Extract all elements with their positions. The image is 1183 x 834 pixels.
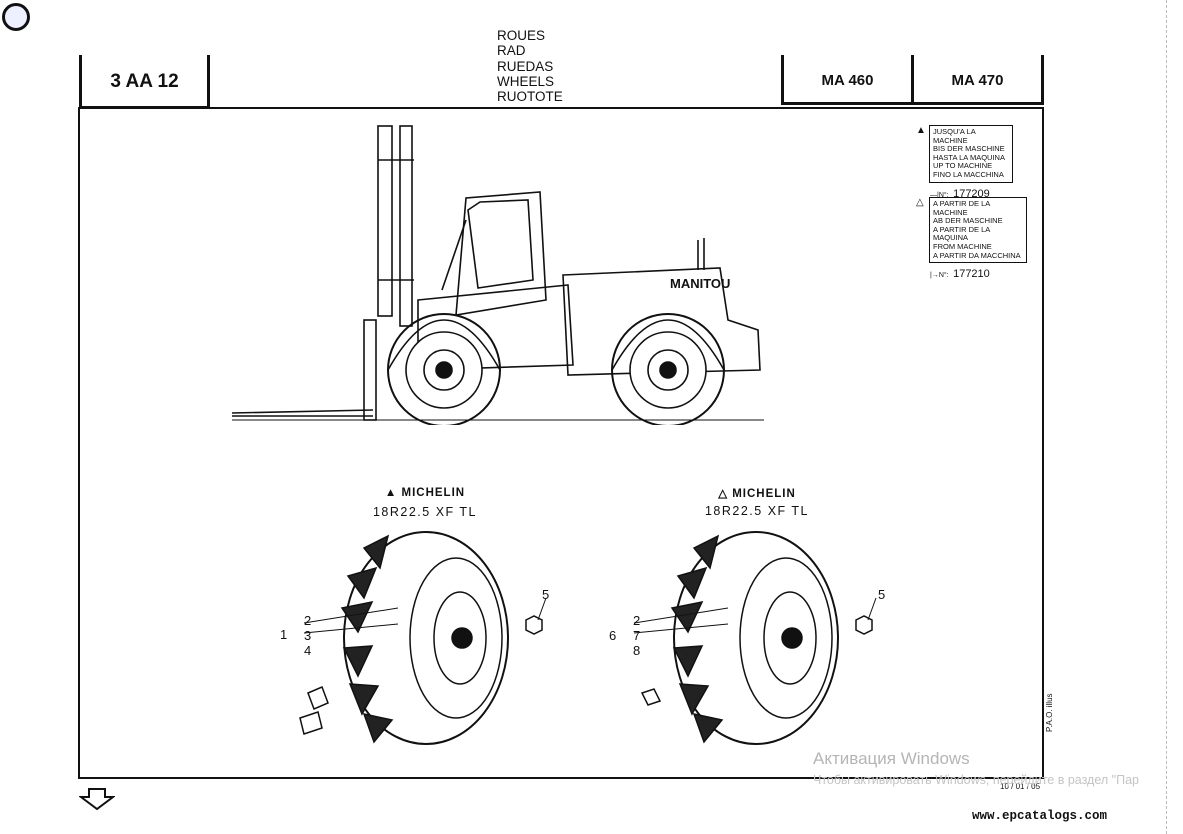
callout-number: 1 <box>280 627 288 642</box>
callout-number: 5 <box>878 587 886 602</box>
legend-from-box: A PARTIR DE LA MACHINE AB DER MASCHINE A… <box>929 197 1027 264</box>
tire-right <box>633 531 877 745</box>
legend-from: △ A PARTIR DE LA MACHINE AB DER MASCHINE… <box>916 197 1031 282</box>
site-url[interactable]: www.epcatalogs.com <box>972 809 1108 823</box>
tire-illustrations <box>299 531 877 745</box>
page-edge <box>1166 0 1168 834</box>
section-code: 3 AA 12 <box>110 71 179 92</box>
tire-brand-label: △ MICHELIN <box>718 488 796 500</box>
legend-until: ▲ JUSQU'A LA MACHINE BIS DER MASCHINE HA… <box>916 125 1016 202</box>
activation-watermark-text: Чтобы активировать Windows, перейдите в … <box>813 773 1139 787</box>
tire-brand-label: ▲ MICHELIN <box>384 487 466 499</box>
title-line: RUEDAS <box>497 58 554 74</box>
date-stamp: 10 / 01 / 05 <box>1000 782 1041 791</box>
wheel-nut <box>525 615 543 635</box>
legend-until-serial: —|N°: 177209 <box>930 187 990 200</box>
callout-number: 4 <box>304 643 312 658</box>
legend-line: FINO LA MACCHINA <box>933 169 1004 179</box>
model-box: MA 470 <box>911 55 1044 105</box>
illustration-credit: P.A.O. illus <box>1045 693 1054 732</box>
engine-hood <box>562 267 761 376</box>
legend-line: JUSQU'A LA MACHINE <box>933 127 976 145</box>
legend-line: A PARTIR DA MACCHINA <box>933 250 1021 260</box>
outline-triangle-icon: △ <box>916 197 924 208</box>
illustration-frame <box>78 107 1044 779</box>
legend-until-box: JUSQU'A LA MACHINE BIS DER MASCHINE HAST… <box>929 125 1013 183</box>
tire-size-label: 18R22.5 XF TL <box>704 504 810 518</box>
forklift-illustration: MANITOU <box>231 125 764 425</box>
section-title: ROUES RAD RUEDAS WHEELS RUOTOTE <box>497 28 563 104</box>
callout-number: 7 <box>633 628 641 643</box>
callout-number: 2 <box>633 613 641 628</box>
filled-triangle-icon: ▲ <box>916 125 926 136</box>
legend-from-serial: |→N°: 177210 <box>930 268 990 281</box>
legend-line: HASTA LA MAQUINA <box>933 152 1005 162</box>
page-menu-button[interactable] <box>2 3 30 31</box>
title-line: RUOTOTE <box>497 89 563 105</box>
legend-line: UP TO MACHINE <box>933 161 993 171</box>
legend-line: AB DER MASCHINE <box>933 216 1003 226</box>
legend-line: A PARTIR DE LA MAQUINA <box>933 224 990 243</box>
title-line: WHEELS <box>497 73 555 89</box>
callout-number: 6 <box>609 628 617 643</box>
callout-number: 8 <box>633 643 641 658</box>
model-label: MA 470 <box>951 72 1004 89</box>
mast-right <box>399 125 413 327</box>
section-code-box: 3 AA 12 <box>79 55 210 109</box>
title-line: RAD <box>497 43 526 59</box>
title-line: ROUES <box>497 28 546 43</box>
model-box: MA 460 <box>781 55 914 105</box>
callout-number: 3 <box>304 628 312 643</box>
tire-left <box>299 531 547 745</box>
legend-line: A PARTIR DE LA MACHINE <box>933 199 990 217</box>
machine-brand-text: MANITOU <box>670 276 730 291</box>
callout-number: 2 <box>304 613 312 628</box>
arrow-down-icon[interactable] <box>79 787 115 811</box>
legend-line: BIS DER MASCHINE <box>933 144 1005 154</box>
legend-line: FROM MACHINE <box>933 241 992 251</box>
wheel-nut <box>855 615 873 635</box>
model-label: MA 460 <box>821 72 874 89</box>
mast-left <box>377 125 393 317</box>
tire-size-label: 18R22.5 XF TL <box>372 505 478 519</box>
cab-outline <box>455 191 547 316</box>
callout-number: 5 <box>542 587 550 602</box>
activation-watermark-title: Активация Windows <box>813 749 970 768</box>
